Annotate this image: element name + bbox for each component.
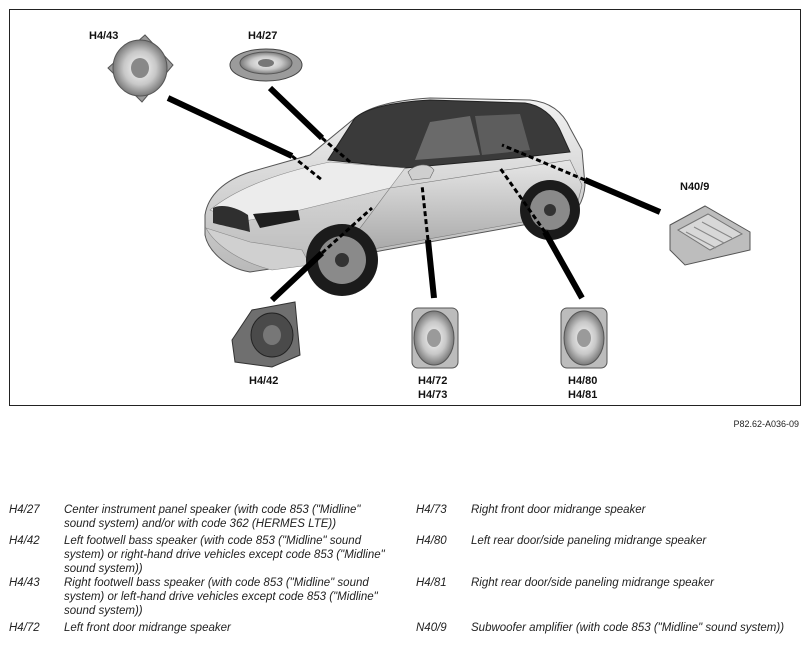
diagram-frame: H4/43 H4/27 N40/9 H4/42 H4/72 H4/73 H4/8… bbox=[9, 9, 801, 406]
legend-code: N40/9 bbox=[416, 622, 447, 634]
amplifier-n40-9-icon bbox=[669, 205, 751, 266]
legend-code: H4/72 bbox=[9, 622, 40, 634]
speaker-h4-27-icon bbox=[229, 48, 303, 82]
legend-code: H4/73 bbox=[416, 504, 447, 516]
legend-description: Left rear door/side paneling midrange sp… bbox=[471, 535, 707, 547]
legend-code: H4/42 bbox=[9, 535, 40, 547]
callout-n40-9: N40/9 bbox=[680, 181, 710, 193]
figure-reference-code: P82.62-A036-09 bbox=[733, 419, 799, 429]
legend-code: H4/27 bbox=[9, 504, 40, 516]
vehicle-car bbox=[204, 97, 586, 296]
callout-h4-81: H4/81 bbox=[568, 389, 598, 401]
callout-h4-42: H4/42 bbox=[249, 375, 279, 387]
callout-h4-73: H4/73 bbox=[418, 389, 448, 401]
legend-description: Subwoofer amplifier (with code 853 ("Mid… bbox=[471, 622, 785, 634]
legend-description: Left footwell bass speaker (with code 85… bbox=[64, 535, 385, 575]
legend-description: Center instrument panel speaker (with co… bbox=[64, 504, 361, 530]
legend-code: H4/81 bbox=[416, 577, 447, 589]
vehicle-illustration bbox=[107, 34, 751, 369]
callout-h4-80: H4/80 bbox=[568, 375, 598, 387]
legend-description: Left front door midrange speaker bbox=[64, 622, 231, 634]
speaker-h4-72-icon bbox=[411, 307, 459, 369]
legend-description: Right front door midrange speaker bbox=[471, 504, 646, 516]
legend-code: H4/43 bbox=[9, 577, 40, 589]
callout-h4-27: H4/27 bbox=[248, 30, 278, 42]
callout-h4-72: H4/72 bbox=[418, 375, 448, 387]
callout-h4-43: H4/43 bbox=[89, 30, 119, 42]
legend-code: H4/80 bbox=[416, 535, 447, 547]
speaker-h4-43-icon bbox=[107, 34, 174, 103]
speaker-h4-80-icon bbox=[560, 307, 608, 369]
legend-description: Right footwell bass speaker (with code 8… bbox=[64, 577, 378, 617]
leader-lines bbox=[166, 85, 662, 303]
speaker-h4-42-icon bbox=[231, 301, 301, 368]
legend-description: Right rear door/side paneling midrange s… bbox=[471, 577, 714, 589]
